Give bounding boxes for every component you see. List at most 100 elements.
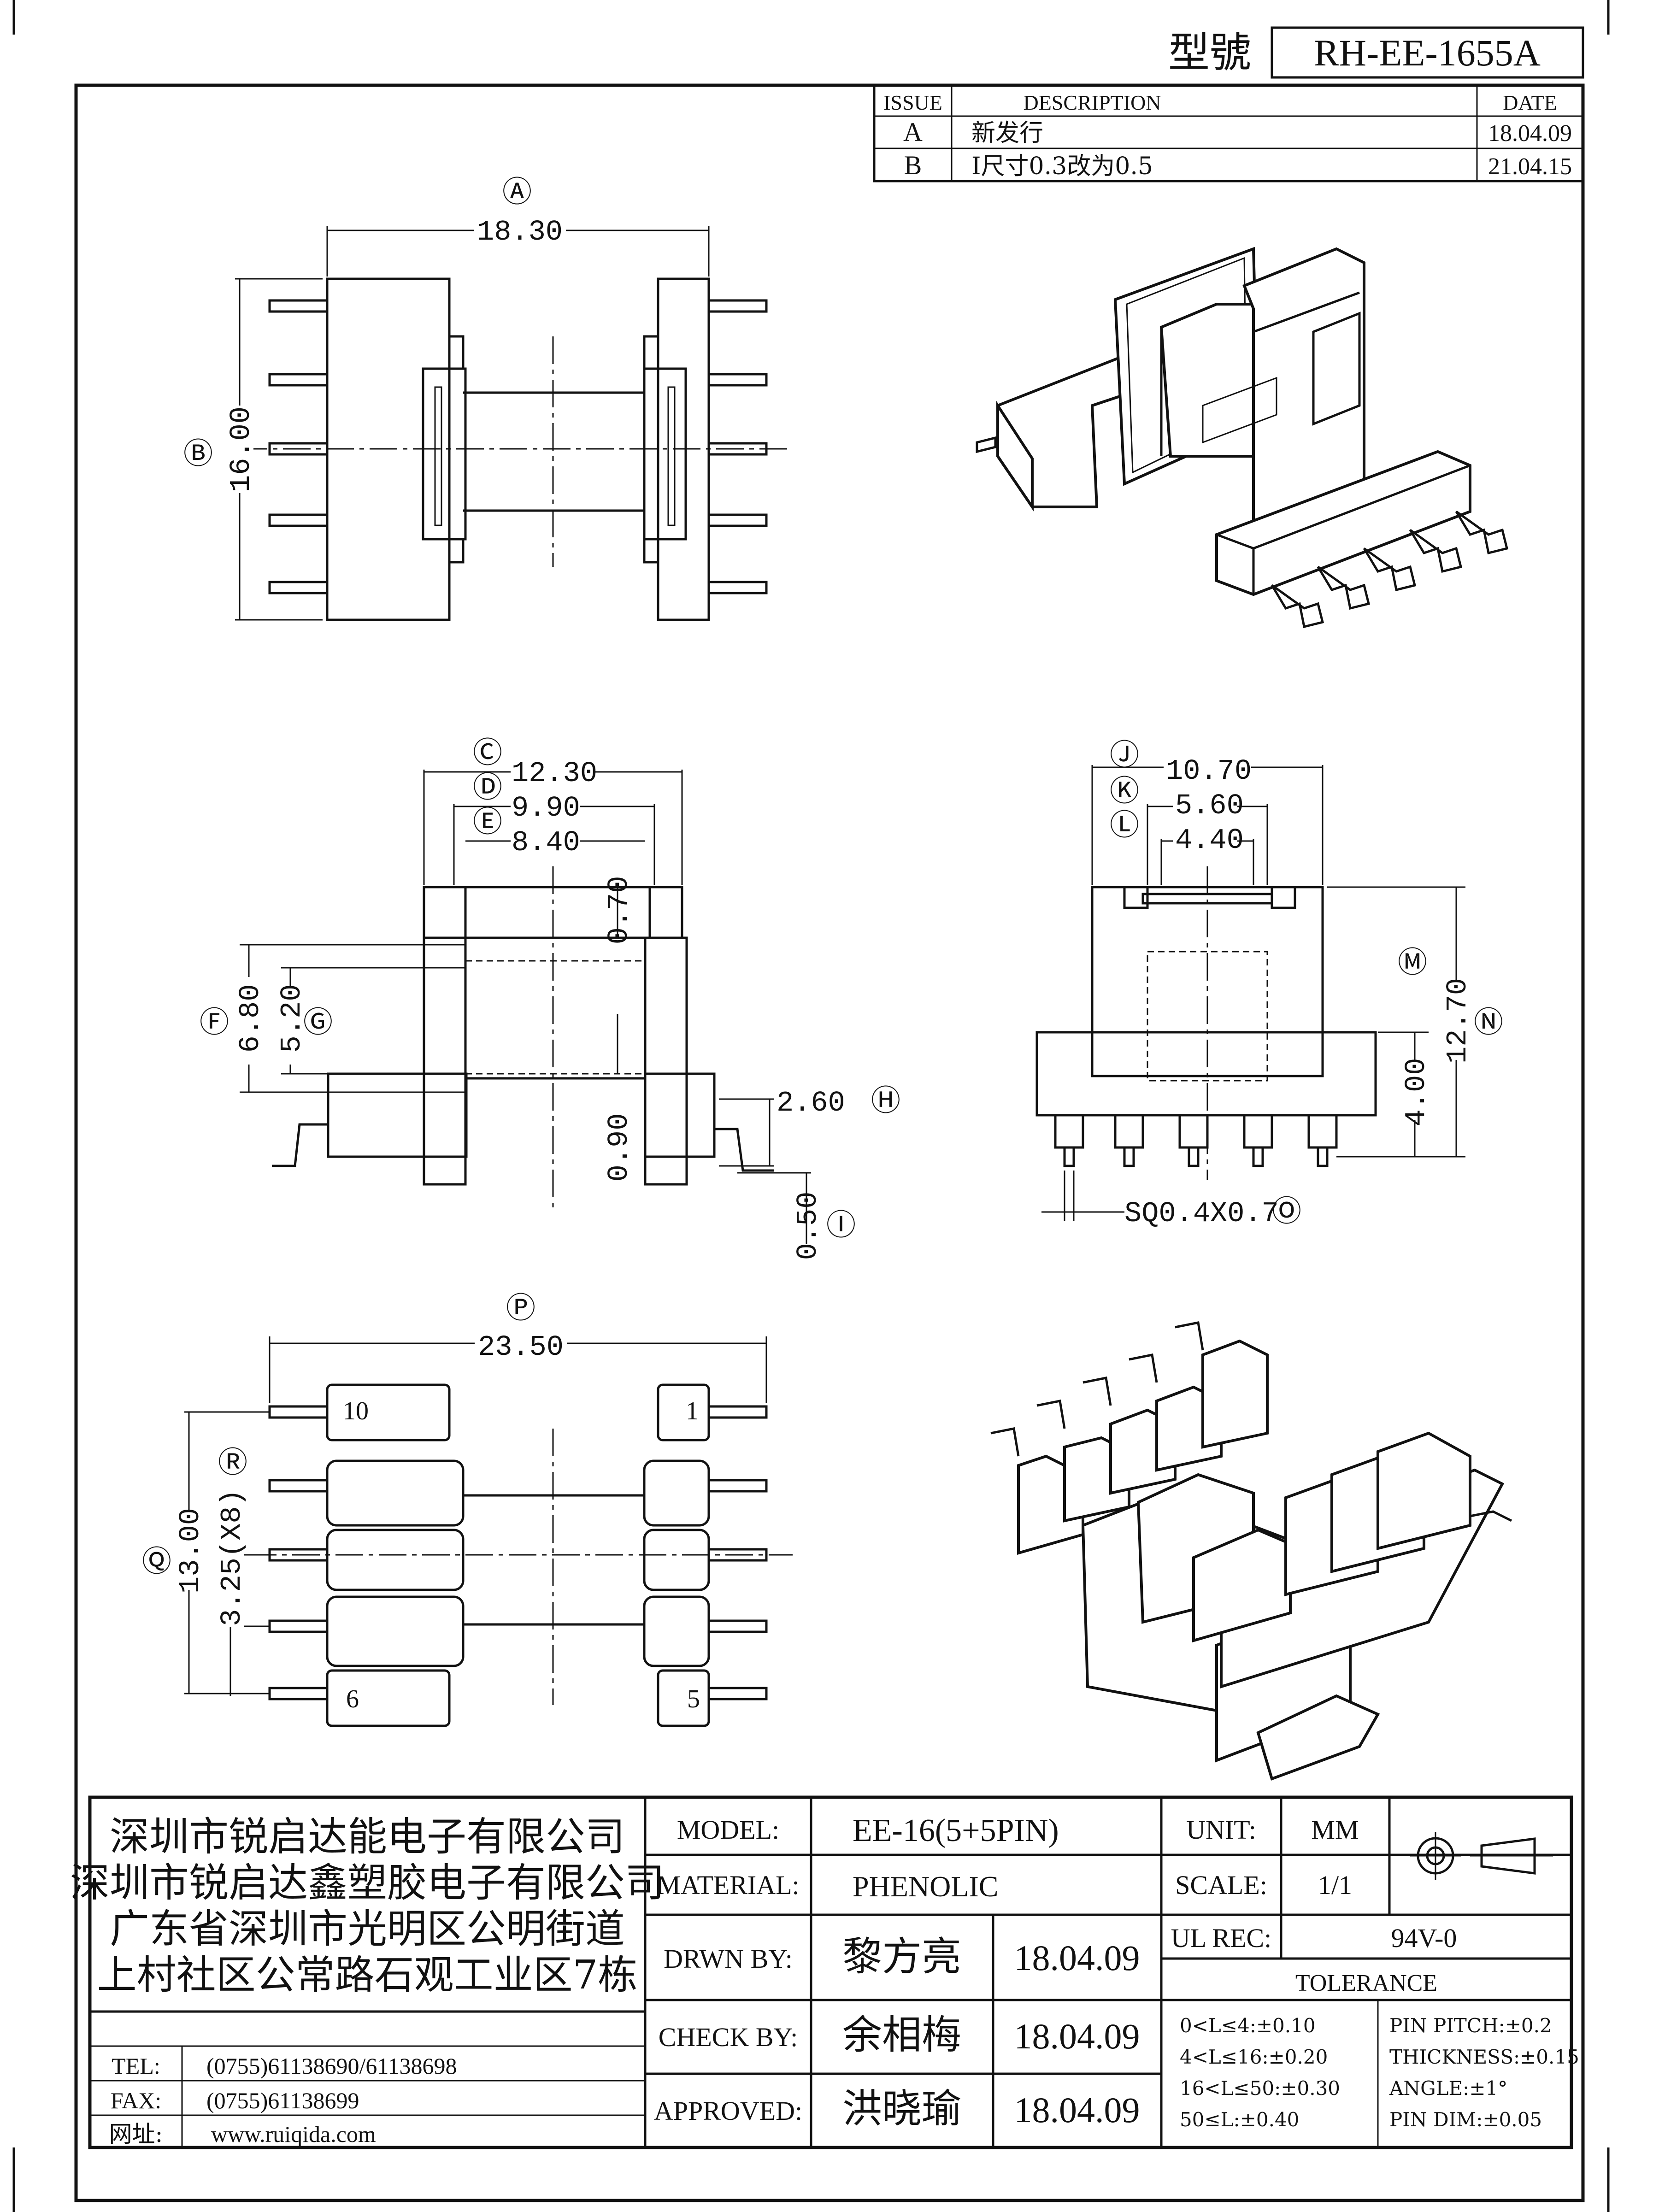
- fax-label: FAX:: [111, 2088, 161, 2113]
- check-by: 余相梅: [842, 2012, 961, 2058]
- material-value: PHENOLIC: [853, 1870, 998, 1903]
- company-address-1: 广东省深圳市光明区公明街道: [110, 1906, 625, 1952]
- dim-h-mark: Ⓗ: [871, 1084, 900, 1118]
- dim-i-mark: Ⓘ: [826, 1208, 856, 1242]
- tol-angle: ANGLE:±1°: [1389, 2077, 1507, 2100]
- check-label: CHECK BY:: [659, 2022, 798, 2052]
- bottom-view: 10 1 6 5 Ⓟ 23.50 13.00 3.25(X8) Ⓠ Ⓡ: [142, 1291, 793, 1727]
- model-value: EE-16(5+5PIN): [853, 1813, 1059, 1848]
- dim-k-value: 5.60: [1175, 789, 1244, 822]
- dim-b-value: 16.00: [225, 406, 258, 492]
- rev-a-desc: 新发行: [971, 119, 1043, 147]
- dim-o-mark: Ⓞ: [1272, 1194, 1301, 1229]
- front-view: Ⓒ Ⓓ Ⓔ 12.30 9.90 8.40 0.70 0.90 6.80 5.2…: [200, 736, 900, 1260]
- drawn-by: 黎方亮: [842, 1934, 961, 1980]
- dim-m-value: 4.00: [1400, 1058, 1433, 1127]
- dim-d-value: 9.90: [512, 792, 580, 824]
- model-number-value: RH-EE-1655A: [1314, 32, 1541, 74]
- company-address-2: 上村社区公常路石观工业区7栋: [97, 1952, 638, 1998]
- approved-date: 18.04.09: [1014, 2090, 1140, 2130]
- dim-j-value: 10.70: [1166, 755, 1252, 788]
- unit-label: UNIT:: [1186, 1815, 1256, 1845]
- tol-pin-pitch: PIN PITCH:±0.2: [1389, 2014, 1552, 2037]
- tol-pin-dim: PIN DIM:±0.05: [1389, 2108, 1542, 2131]
- model-number-label: 型號: [1168, 29, 1251, 77]
- iso-view-upper: [976, 247, 1509, 629]
- iso-view-lower: [990, 1321, 1512, 1781]
- side-view: Ⓙ Ⓚ Ⓛ 10.70 5.60 4.40 4.00 12.70 Ⓜ Ⓝ SQ0…: [1035, 738, 1503, 1230]
- dim-i-value: 0.50: [792, 1192, 824, 1260]
- dim-n-mark: Ⓝ: [1474, 1006, 1503, 1040]
- revision-table: ISSUE DESCRIPTION DATE A 新发行 18.04.09 B …: [873, 84, 1584, 182]
- dim-k-mark: Ⓚ: [1110, 774, 1139, 808]
- tolerance-label: TOLERANCE: [1295, 1970, 1437, 1996]
- approved-by: 洪晓瑜: [842, 2086, 961, 2132]
- scale-value: 1/1: [1318, 1870, 1352, 1900]
- projection-symbol-icon: [1410, 1832, 1553, 1880]
- dim-q-value: 13.00: [174, 1508, 207, 1594]
- rev-a-date: 18.04.09: [1488, 120, 1572, 147]
- tel-label: TEL:: [112, 2053, 160, 2079]
- rev-a-issue: A: [903, 117, 923, 147]
- pin-label-1: 1: [686, 1397, 699, 1425]
- ul-value: 94V-0: [1391, 1923, 1457, 1953]
- top-view: Ⓐ 18.30 16.00 Ⓑ: [183, 175, 793, 621]
- company-name-2: 深圳市锐启达鑫塑胶电子有限公司: [70, 1860, 665, 1906]
- dim-r-mark: Ⓡ: [218, 1446, 247, 1480]
- dim-q-mark: Ⓠ: [142, 1545, 171, 1579]
- scale-label: SCALE:: [1175, 1870, 1267, 1900]
- dim-g-mark: Ⓖ: [303, 1006, 333, 1040]
- drawn-date: 18.04.09: [1014, 1938, 1140, 1978]
- dim-a-mark: Ⓐ: [502, 175, 532, 209]
- check-date: 18.04.09: [1014, 2016, 1140, 2056]
- tol-thickness: THICKNESS:±0.15: [1389, 2046, 1579, 2068]
- dim-e-value: 8.40: [512, 826, 580, 859]
- pin-label-5: 5: [687, 1685, 700, 1713]
- sheet-frame: [12, 0, 1610, 2212]
- rev-header-description: DESCRIPTION: [1023, 91, 1161, 114]
- tel-value: (0755)61138690/61138698: [206, 2053, 457, 2079]
- dim-g-value: 5.20: [276, 984, 308, 1053]
- dim-m-mark: Ⓜ: [1398, 946, 1427, 980]
- drawn-label: DRWN BY:: [664, 1944, 793, 1974]
- dim-j-mark: Ⓙ: [1110, 738, 1139, 772]
- model-label: MODEL:: [677, 1815, 779, 1845]
- dim-d-mark: Ⓓ: [473, 771, 502, 805]
- dim-f-mark: Ⓕ: [200, 1006, 229, 1040]
- dim-c-value: 12.30: [512, 757, 597, 790]
- dim-a-value: 18.30: [477, 216, 563, 248]
- company-name-1: 深圳市锐启达能电子有限公司: [110, 1814, 625, 1860]
- title-block: 深圳市锐启达能电子有限公司 深圳市锐启达鑫塑胶电子有限公司 广东省深圳市光明区公…: [70, 1795, 1579, 2149]
- dim-o-value: SQ0.4X0.7: [1124, 1197, 1279, 1230]
- dim-base-value: 0.90: [603, 1113, 635, 1182]
- rev-header-date: DATE: [1503, 91, 1557, 114]
- pin-label-6: 6: [346, 1685, 359, 1713]
- ul-label: UL REC:: [1171, 1923, 1272, 1953]
- dim-n-value: 12.70: [1441, 978, 1474, 1064]
- dim-l-value: 4.40: [1175, 824, 1244, 857]
- approved-label: APPROVED:: [654, 2096, 802, 2126]
- tol-range-4: 50≤L:±0.40: [1180, 2108, 1299, 2131]
- rev-header-issue: ISSUE: [883, 91, 942, 114]
- tol-range-3: 16<L≤50:±0.30: [1180, 2077, 1340, 2100]
- dim-e-mark: Ⓔ: [473, 805, 502, 839]
- model-number-header: 型號 RH-EE-1655A: [1168, 26, 1584, 79]
- dim-p-mark: Ⓟ: [506, 1291, 535, 1325]
- dim-c-mark: Ⓒ: [473, 736, 502, 770]
- unit-value: MM: [1311, 1815, 1359, 1845]
- fax-value: (0755)61138699: [206, 2088, 359, 2113]
- rev-b-desc: I尺寸0.3改为0.5: [971, 153, 1153, 180]
- rev-b-date: 21.04.15: [1488, 153, 1572, 180]
- dim-h-value: 2.60: [777, 1087, 845, 1119]
- web-value: www.ruiqida.com: [211, 2121, 376, 2147]
- dim-l-mark: Ⓛ: [1110, 808, 1139, 842]
- rev-b-issue: B: [904, 150, 922, 180]
- tol-range-2: 4<L≤16:±0.20: [1180, 2046, 1328, 2068]
- dim-b-mark: Ⓑ: [183, 437, 213, 471]
- dim-flange-value: 0.70: [603, 876, 635, 945]
- dim-p-value: 23.50: [478, 1331, 564, 1364]
- pin-label-10: 10: [343, 1397, 369, 1425]
- web-label: 网址:: [109, 2121, 163, 2147]
- tol-range-1: 0<L≤4:±0.10: [1180, 2014, 1316, 2037]
